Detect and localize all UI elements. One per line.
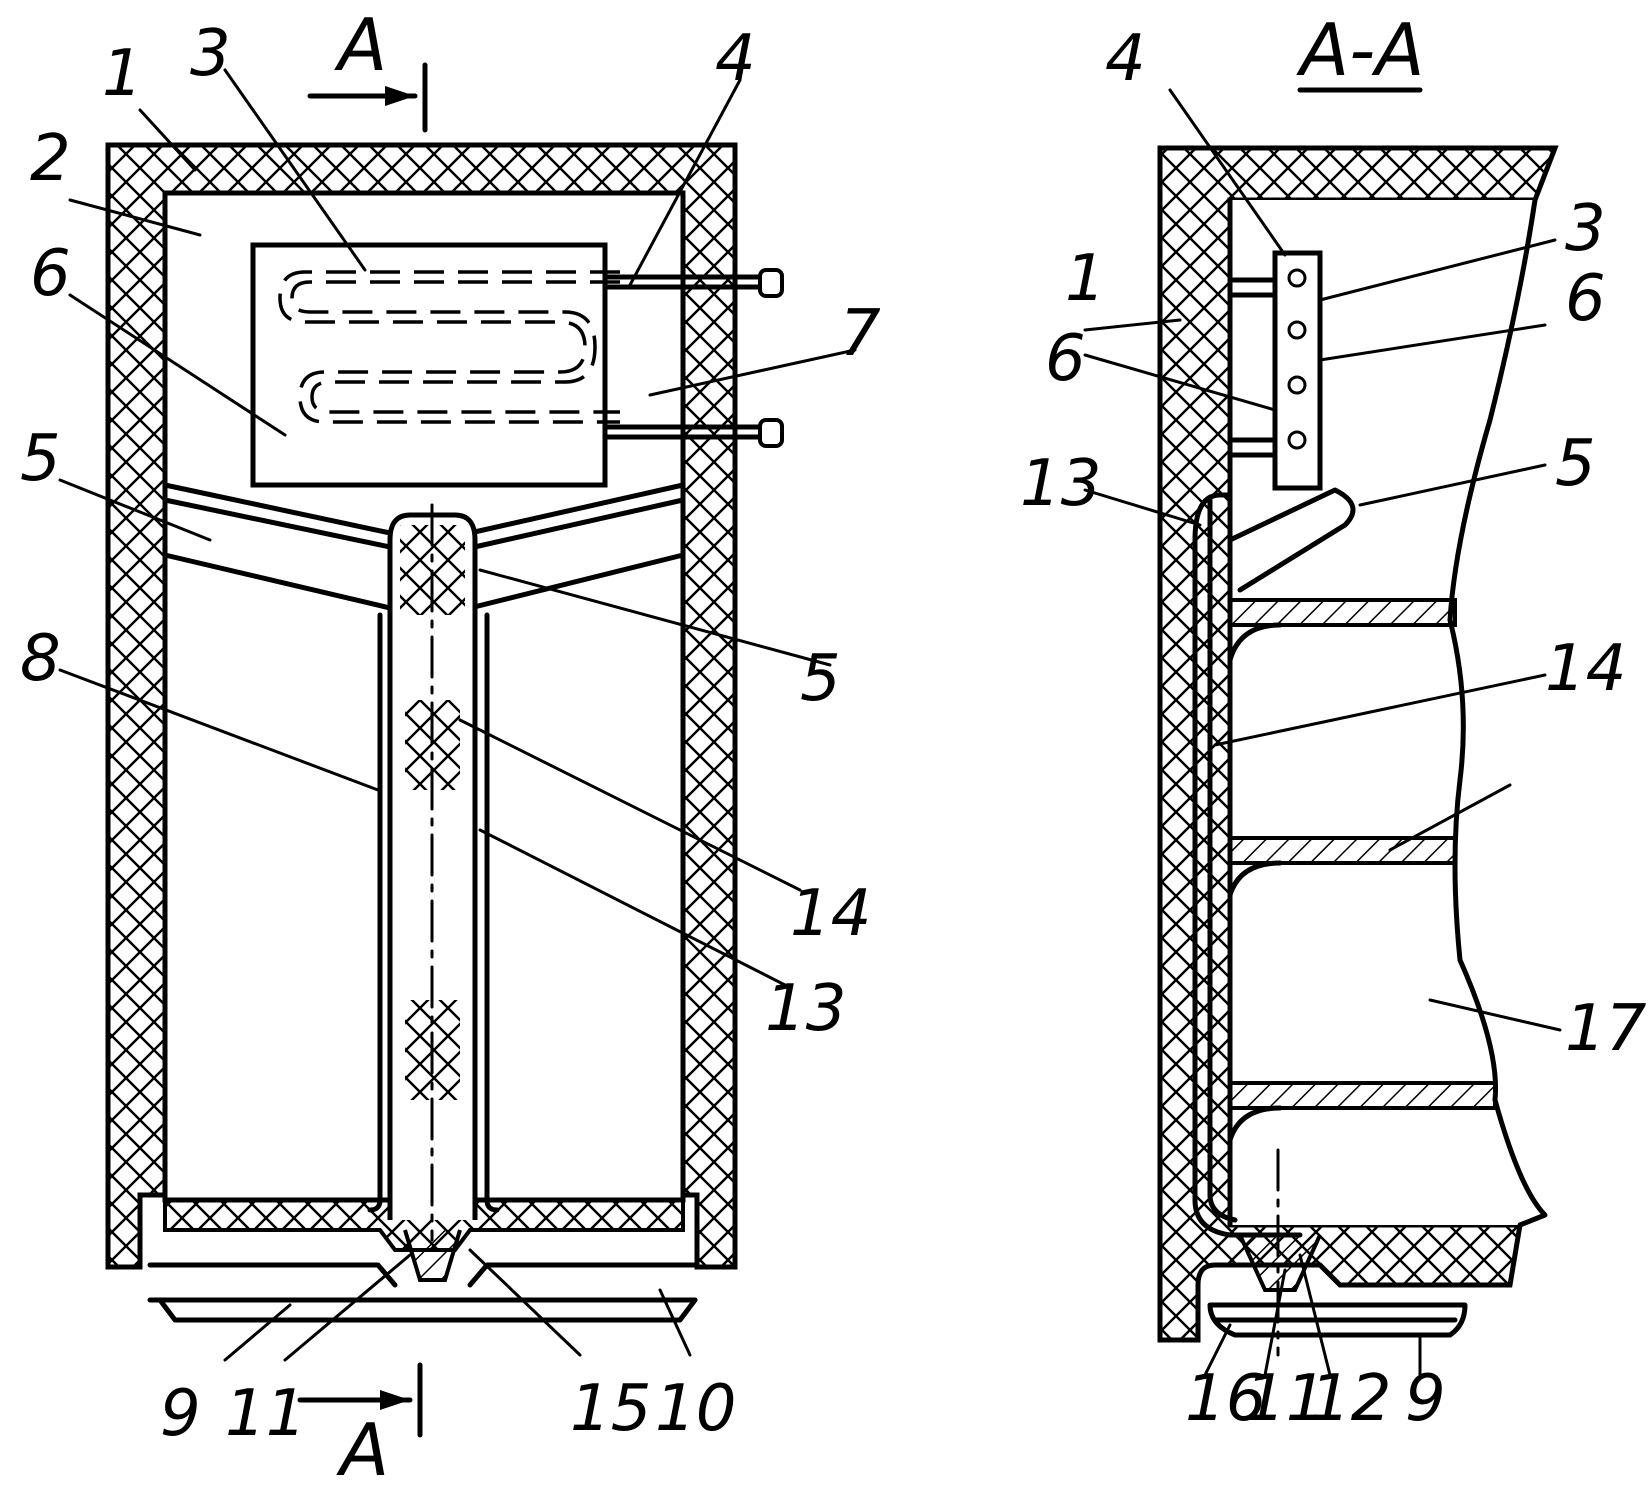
label-9: 9	[160, 1377, 201, 1451]
label-7: 7	[840, 297, 881, 371]
label-10: 10	[655, 1372, 736, 1446]
label-4: 4	[715, 22, 756, 96]
sec-label-12: 12	[1310, 1362, 1391, 1436]
label-15: 15	[570, 1372, 651, 1446]
sec-label-13: 13	[1020, 447, 1101, 521]
sec-label-4: 4	[1105, 22, 1146, 96]
drain-funnel	[405, 1230, 460, 1280]
shelf-1	[1230, 600, 1455, 625]
sec-label-6-right: 6	[1565, 262, 1606, 336]
shelf-2	[1230, 838, 1455, 863]
section-evaporator	[1275, 253, 1320, 488]
label-2: 2	[30, 122, 71, 196]
label-14: 14	[790, 877, 871, 951]
label-6: 6	[30, 237, 71, 311]
sec-label-9: 9	[1405, 1362, 1446, 1436]
label-5-left: 5	[20, 422, 61, 496]
sec-label-3: 3	[1565, 192, 1606, 266]
sec-label-1: 1	[1065, 242, 1106, 316]
section-mark-bottom: A	[336, 1408, 389, 1487]
fitting-top	[760, 270, 782, 296]
label-3: 3	[190, 17, 231, 91]
shelf-3	[1230, 1083, 1495, 1108]
sec-label-17: 17	[1565, 992, 1647, 1066]
section-title: A-A	[1296, 8, 1425, 92]
label-11: 11	[225, 1377, 306, 1451]
label-13: 13	[765, 972, 846, 1046]
sec-label-14: 14	[1545, 632, 1626, 706]
front-view: 1 2 3 A 4 6 7 5 5 8 14 13 9 11 A 15 10	[20, 3, 881, 1487]
section-mark-top: A	[334, 3, 387, 87]
section-view: A-A	[1020, 8, 1647, 1436]
sec-label-5: 5	[1555, 427, 1596, 501]
label-8: 8	[20, 622, 61, 696]
label-5-right: 5	[800, 642, 841, 716]
fitting-bottom	[760, 420, 782, 446]
label-1: 1	[102, 37, 143, 111]
sec-label-6-left: 6	[1045, 322, 1086, 396]
